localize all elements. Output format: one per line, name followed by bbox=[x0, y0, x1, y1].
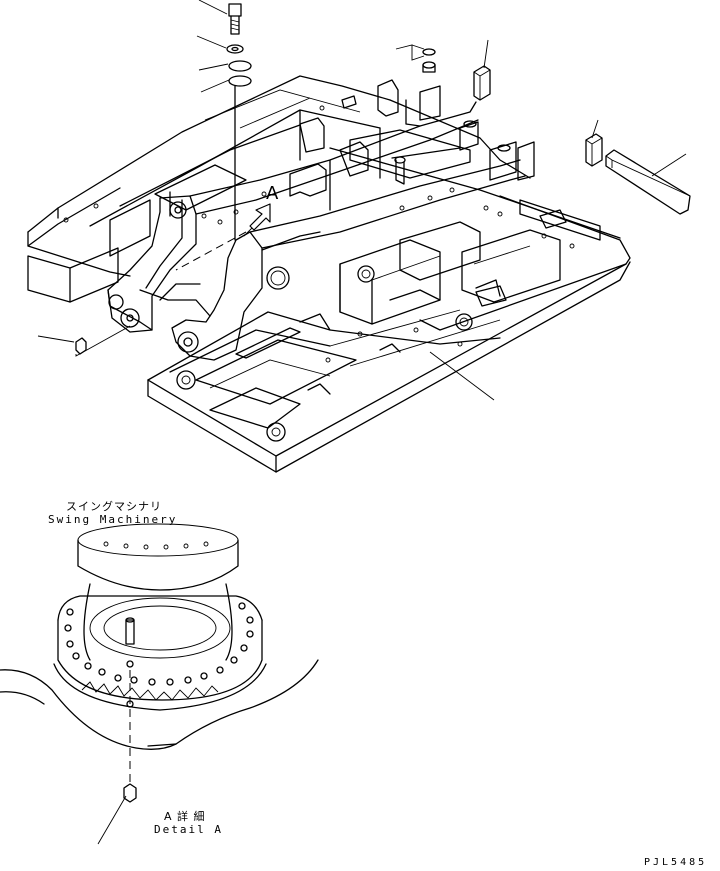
revolving-frame bbox=[27, 75, 631, 473]
dowel-pin-icon bbox=[125, 617, 135, 645]
mount-washer-icon bbox=[422, 48, 436, 73]
swing-machinery-label-jp: スイングマシナリ bbox=[66, 500, 162, 513]
washer-icon bbox=[226, 44, 244, 54]
svg-text:A: A bbox=[266, 183, 279, 204]
drawing-code: PJL5485 bbox=[644, 857, 708, 868]
detail-a-label-en: Detail A bbox=[154, 823, 223, 836]
shim-plate-icon bbox=[228, 60, 252, 87]
stopper-block-icon bbox=[585, 133, 603, 167]
detail-arrow-letter: A bbox=[266, 183, 279, 204]
swing-machinery bbox=[0, 523, 319, 803]
detail-a-label-jp: A 詳 細 bbox=[164, 810, 206, 823]
rubber-cushion-icon bbox=[473, 65, 491, 101]
leader-lines bbox=[37, 0, 687, 845]
swing-machinery-label-en: Swing Machinery bbox=[48, 513, 178, 526]
detail-pin-icon bbox=[123, 783, 137, 803]
bolt-icon bbox=[228, 3, 242, 35]
rubber-strip-icon bbox=[605, 149, 691, 215]
